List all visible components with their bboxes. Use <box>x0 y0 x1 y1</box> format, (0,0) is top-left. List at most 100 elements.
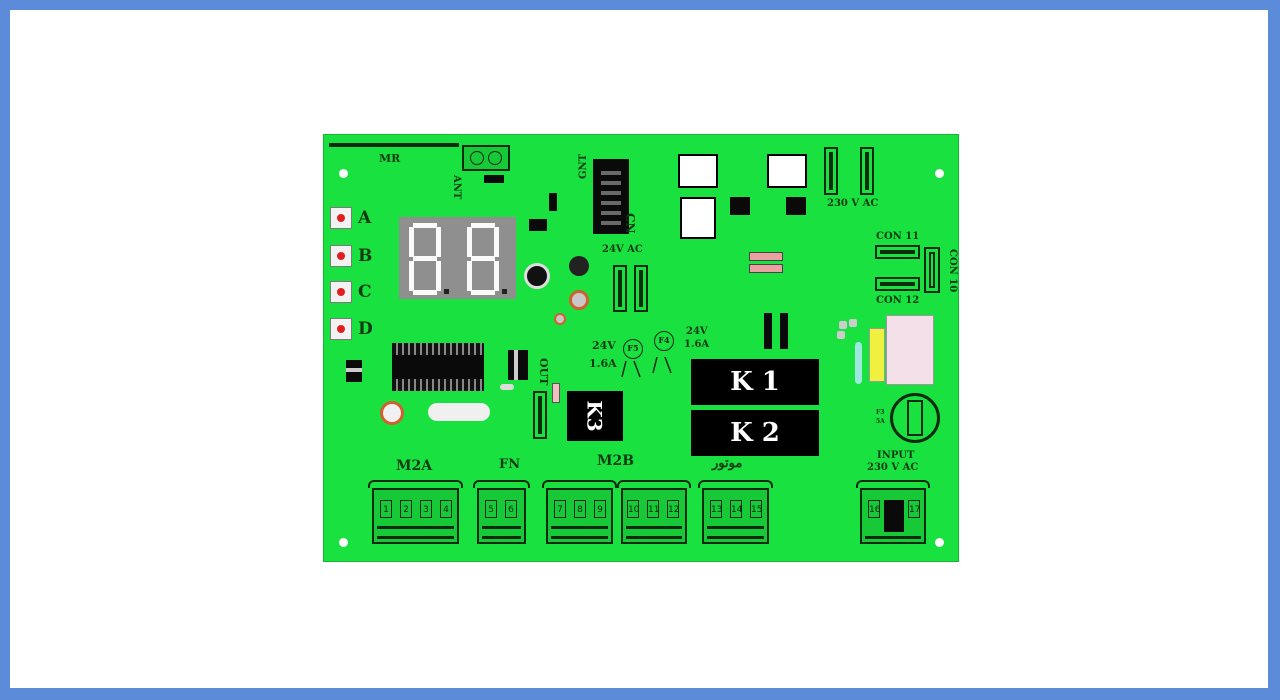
230v-connector-2 <box>860 147 874 195</box>
mounting-hole <box>935 538 944 547</box>
fuse-holder <box>890 393 940 443</box>
terminal-m2b-b: 10 11 12 <box>617 480 691 544</box>
button-b[interactable] <box>330 245 352 267</box>
motor-label: موتور <box>712 456 743 471</box>
fuse-leads <box>621 356 672 378</box>
buzzer <box>569 256 589 276</box>
voltage-regulator <box>508 350 528 380</box>
terminal-m2b-a: 7 8 9 <box>542 480 617 544</box>
terminal-pin[interactable]: 3 <box>420 500 432 518</box>
terminal-pin[interactable]: 5 <box>485 500 497 518</box>
button-a-label: A <box>358 208 372 228</box>
terminal-pin[interactable]: 15 <box>750 500 762 518</box>
diode <box>500 384 514 390</box>
varistor <box>380 401 404 425</box>
terminal-pin[interactable]: 11 <box>647 500 659 518</box>
terminal-pin[interactable]: 6 <box>505 500 517 518</box>
con12-label: CON 12 <box>876 295 920 306</box>
button-b-label: B <box>358 246 373 266</box>
resistor <box>552 383 560 403</box>
cn-label: CN <box>623 213 637 234</box>
crystal-oscillator <box>428 403 490 421</box>
jumper-pin <box>780 313 788 349</box>
transistor <box>549 193 557 211</box>
24v-ac-label: 24V AC <box>602 244 643 255</box>
out-connector <box>533 391 547 439</box>
button-c[interactable] <box>330 281 352 303</box>
terminal-pin[interactable]: 10 <box>627 500 639 518</box>
terminal-pin[interactable]: 7 <box>554 500 566 518</box>
con12-connector <box>875 277 920 291</box>
ant-label: ANT <box>451 175 462 200</box>
ic-chip <box>730 197 750 215</box>
led <box>837 331 845 339</box>
mounting-hole <box>339 169 348 178</box>
button-d[interactable] <box>330 318 352 340</box>
transistor <box>529 219 547 231</box>
transformer <box>886 315 934 385</box>
relay-k2: K 2 <box>691 410 819 456</box>
m2b-label: M2B <box>597 453 635 469</box>
pcb-board: MR ANT A B C D <box>323 134 959 562</box>
24v-ac-connector-1 <box>613 265 627 312</box>
optocoupler <box>767 154 807 188</box>
gnt-connector <box>593 159 629 234</box>
terminal-pin[interactable]: 1 <box>380 500 392 518</box>
led <box>849 319 857 327</box>
microcontroller <box>392 343 484 391</box>
fn-label: FN <box>499 457 521 472</box>
varistor <box>569 290 589 310</box>
button-c-label: C <box>358 282 372 302</box>
terminal-fn: 5 6 <box>473 480 530 544</box>
230v-connector-1 <box>824 147 838 195</box>
24v-right-label: 24V <box>686 326 708 337</box>
terminal-pin[interactable]: 4 <box>440 500 452 518</box>
yellow-capacitor <box>869 328 885 382</box>
digit-2 <box>463 221 507 299</box>
led <box>839 321 847 329</box>
terminal-pin[interactable]: 8 <box>574 500 586 518</box>
24v-ac-connector-2 <box>634 265 648 312</box>
mounting-hole <box>339 538 348 547</box>
input-voltage-label: 230 V AC <box>867 462 919 473</box>
ant-terminal <box>462 145 510 171</box>
relay-k3-label: K3 <box>583 400 607 432</box>
fuse-f5: F5 <box>623 339 643 359</box>
terminal-m2a: 1 2 3 4 <box>368 480 463 544</box>
fuse-f3-rating: 5A <box>876 418 885 425</box>
small-capacitor <box>554 313 566 325</box>
mr-trace <box>329 143 459 147</box>
relay-k1: K 1 <box>691 359 819 405</box>
button-a[interactable] <box>330 207 352 229</box>
terminal-input: 16 17 <box>856 480 930 544</box>
con10-label: CON 10 <box>947 249 958 293</box>
optocoupler <box>678 154 718 188</box>
terminal-pin[interactable]: 9 <box>594 500 606 518</box>
con11-label: CON 11 <box>876 231 920 242</box>
out-label: OUT <box>537 358 550 386</box>
relay-k3: K3 <box>567 391 623 441</box>
con11-connector <box>875 245 920 259</box>
resistor <box>749 252 783 261</box>
gnt-label: GNT <box>578 153 589 179</box>
terminal-pin[interactable]: 17 <box>908 500 920 518</box>
terminal-pin[interactable]: 12 <box>667 500 679 518</box>
16a-right-label: 1.6A <box>684 339 710 350</box>
digit-1 <box>405 221 449 299</box>
input-separator <box>884 500 904 532</box>
con10-connector <box>924 247 940 293</box>
seven-segment-display <box>399 217 516 299</box>
terminal-pin[interactable]: 16 <box>868 500 880 518</box>
ic-chip <box>786 197 806 215</box>
mounting-hole <box>935 169 944 178</box>
m2a-label: M2A <box>396 458 433 474</box>
button-d-label: D <box>358 319 373 339</box>
mr-label: MR <box>379 152 401 165</box>
terminal-pin[interactable]: 13 <box>710 500 722 518</box>
fuse-f4: F4 <box>654 331 674 351</box>
terminal-pin[interactable]: 2 <box>400 500 412 518</box>
terminal-motor: 13 14 15 <box>698 480 773 544</box>
indicator-led <box>855 342 862 384</box>
230v-ac-label: 230 V AC <box>827 198 879 209</box>
terminal-pin[interactable]: 14 <box>730 500 742 518</box>
